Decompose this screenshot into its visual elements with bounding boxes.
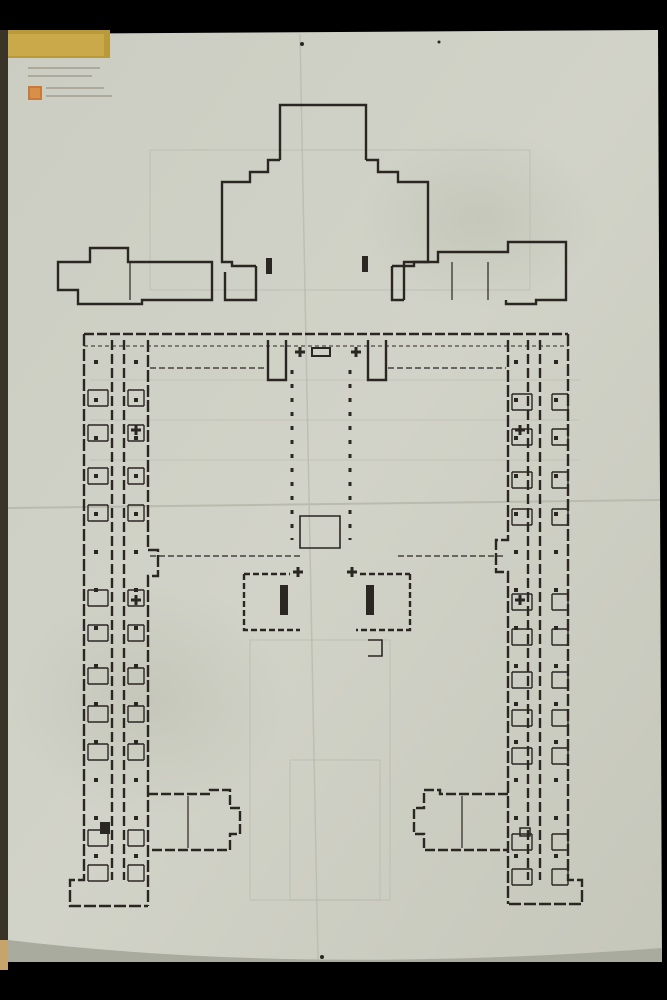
pier-marker — [554, 436, 558, 440]
pencil-underlay — [90, 149, 580, 901]
pier-marker — [134, 854, 138, 858]
pier-marker — [134, 436, 138, 440]
right-room-pair — [511, 471, 569, 489]
pier-marker — [94, 740, 98, 744]
pier-marker — [554, 474, 558, 478]
top-pin-mark-2 — [437, 40, 441, 44]
right-room-pair — [511, 628, 569, 646]
left-room-pair — [87, 389, 145, 407]
floor-plan — [56, 103, 584, 908]
pier-marker — [554, 702, 558, 706]
pier-marker — [94, 816, 98, 820]
pier-marker — [514, 550, 518, 554]
pier-marker — [94, 854, 98, 858]
cross-marker-v — [298, 347, 302, 357]
pier-marker — [94, 664, 98, 668]
pier-marker — [554, 398, 558, 402]
pier-marker — [134, 474, 138, 478]
pier-marker — [94, 360, 98, 364]
pier-marker — [134, 360, 138, 364]
cross-marker-v — [518, 425, 522, 435]
pier-marker — [514, 360, 518, 364]
pier-marker — [514, 474, 518, 478]
cross-marker-v — [354, 347, 358, 357]
cross-marker-v — [518, 595, 522, 605]
right-room-pair — [511, 393, 569, 411]
pier-marker — [94, 588, 98, 592]
pier-marker — [514, 436, 518, 440]
cross-marker-v — [350, 567, 354, 577]
pier-marker — [514, 512, 518, 516]
left-room-pair — [87, 829, 145, 847]
pier-marker — [94, 550, 98, 554]
left-room-pair — [87, 624, 145, 642]
left-room-pair — [87, 467, 145, 485]
top-pin-mark — [300, 42, 304, 46]
pier-marker — [134, 626, 138, 630]
tape-strip-icon — [0, 30, 110, 58]
pier-marker — [514, 702, 518, 706]
left-room-pair — [87, 504, 145, 522]
bottom-pin-mark — [320, 955, 324, 959]
pier-marker — [554, 740, 558, 744]
right-room-pair — [511, 671, 569, 689]
pier-marker — [514, 626, 518, 630]
right-room-pair — [511, 868, 569, 886]
cross-marker-v — [134, 425, 138, 435]
pier-marker — [514, 664, 518, 668]
pier-marker — [514, 816, 518, 820]
pier-marker — [134, 550, 138, 554]
pier-marker — [554, 664, 558, 668]
cross-marker-v — [134, 595, 138, 605]
left-room-pair — [87, 864, 145, 882]
stamp-mark-icon — [28, 86, 42, 100]
pier-marker — [554, 588, 558, 592]
pier-marker — [514, 854, 518, 858]
cross-marker-v — [296, 567, 300, 577]
pier-marker — [554, 626, 558, 630]
pier-marker — [94, 512, 98, 516]
pier-marker — [554, 550, 558, 554]
pier-marker — [554, 854, 558, 858]
stamp-label — [28, 67, 112, 97]
pier-marker — [94, 778, 98, 782]
pier-marker — [554, 816, 558, 820]
pier-marker — [94, 702, 98, 706]
pier-marker — [554, 360, 558, 364]
pier-marker — [94, 436, 98, 440]
right-room-pair — [511, 709, 569, 727]
pier-marker — [134, 702, 138, 706]
pier-marker — [514, 398, 518, 402]
pier-marker — [554, 778, 558, 782]
pier-marker — [94, 626, 98, 630]
pier-marker — [94, 398, 98, 402]
pier-marker — [514, 740, 518, 744]
pier-marker — [94, 474, 98, 478]
pier-marker — [514, 588, 518, 592]
right-room-pair — [511, 747, 569, 765]
pier-marker — [134, 740, 138, 744]
right-room-pair — [511, 833, 569, 851]
pier-marker — [514, 778, 518, 782]
pier-marker — [554, 512, 558, 516]
column-markers — [94, 347, 558, 858]
pier-marker — [134, 588, 138, 592]
pier-marker — [134, 778, 138, 782]
pier-marker — [134, 664, 138, 668]
right-room-pair — [511, 593, 569, 611]
pier-marker — [134, 816, 138, 820]
pier-marker — [134, 512, 138, 516]
central-piers — [100, 256, 531, 837]
right-room-pair — [511, 508, 569, 526]
pier-marker — [134, 398, 138, 402]
